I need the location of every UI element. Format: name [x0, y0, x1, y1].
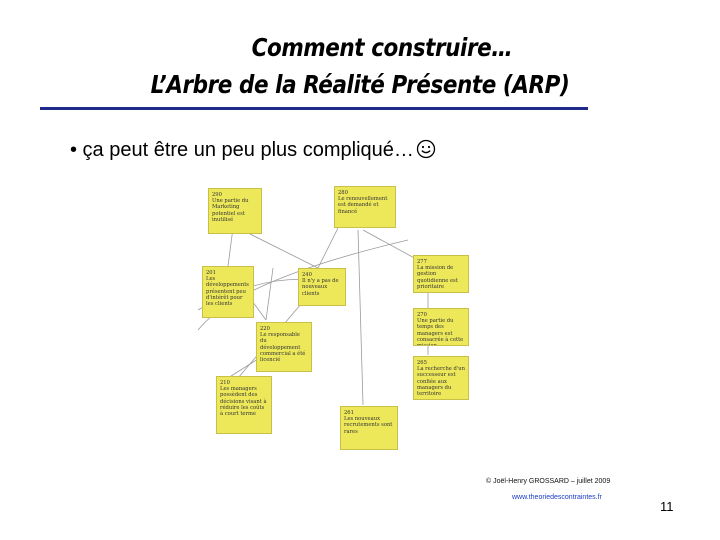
- connector-line: [237, 227, 319, 269]
- page-number: 11: [660, 499, 674, 514]
- slide-title-line-2: L’Arbre de la Réalité Présente (ARP): [150, 70, 570, 99]
- connector-line: [357, 229, 364, 406]
- connector-line: [362, 229, 419, 261]
- footer-credit: © Joël-Henry GROSSARD – juillet 2009: [486, 478, 611, 485]
- title-underline: [40, 107, 588, 110]
- footer-url-link[interactable]: www.theoriedescontraintes.fr: [512, 494, 602, 501]
- connector-line: [317, 227, 339, 269]
- smiley-icon: [416, 139, 436, 165]
- bullet-text: • ça peut être un peu plus compliqué…: [70, 139, 414, 161]
- connector-line: [227, 227, 234, 267]
- bullet-point: • ça peut être un peu plus compliqué…: [70, 139, 436, 165]
- slide-title-line-1: Comment construire…: [251, 33, 513, 62]
- connector-line: [265, 267, 274, 321]
